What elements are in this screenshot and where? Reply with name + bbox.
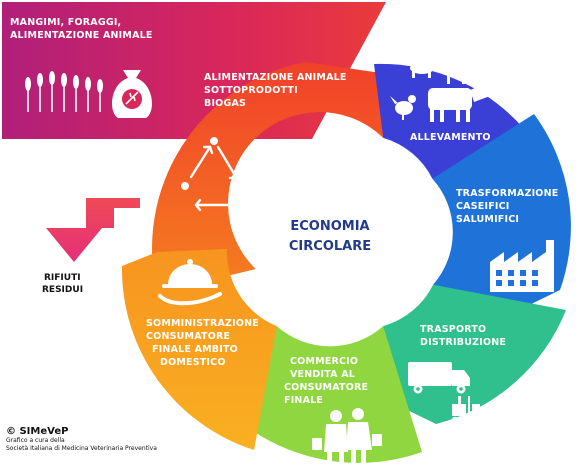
segment-transport-line1: TRASPORTO [420, 324, 486, 335]
segment-consumption-line2: CONSUMATORE [146, 331, 230, 342]
hen-icon [390, 95, 416, 120]
cloche-icon [158, 259, 222, 306]
segment-retail-line4: FINALE [284, 395, 323, 406]
segment-recycle-line3: BIOGAS [204, 98, 246, 109]
center-disk [254, 156, 406, 308]
segment-transport [383, 284, 566, 424]
segment-retail [242, 326, 422, 463]
credit-line1: Grafico a cura della [6, 437, 65, 444]
segment-consumption-line4: DOMESTICO [160, 357, 226, 368]
segment-recycle [152, 62, 388, 293]
segment-consumption-line3: FINALE AMBITO [152, 344, 238, 355]
segment-processing-line1: TRASFORMAZIONE [456, 188, 558, 199]
wheat-icon [25, 71, 103, 112]
credit-brand: © SIMeVeP [6, 426, 69, 437]
segment-processing-line3: SALUMIFICI [456, 214, 519, 225]
grain-sack-icon [112, 70, 152, 118]
segment-recycle-line2: SOTTOPRODOTTI [204, 85, 298, 96]
factory-icon [490, 240, 554, 292]
waste-arrow [46, 198, 140, 262]
segment-recycle-line1: ALIMENTAZIONE ANIMALE [204, 72, 347, 83]
goat-icon [446, 44, 474, 84]
pig-icon [410, 62, 438, 78]
center-title-line1: ECONOMIA [290, 219, 369, 234]
center-title-line2: CIRCOLARE [289, 239, 371, 254]
feed-banner-line1: MANGIMI, FORAGGI, [10, 17, 121, 28]
segment-processing-line2: CASEIFICI [456, 201, 510, 212]
waste-label-line2: RESIDUI [42, 285, 83, 295]
segment-retail-line1: COMMERCIO [290, 356, 358, 367]
segment-transport-line2: DISTRIBUZIONE [420, 337, 506, 348]
shoppers-icon [312, 408, 382, 464]
cow-icon [428, 84, 490, 122]
credit-block: © SIMeVeP Grafico a cura della Società I… [6, 426, 157, 453]
credit-line2: Società Italiana di Medicina Veterinaria… [6, 445, 157, 452]
feed-banner-line2: ALIMENTAZIONE ANIMALE [10, 30, 153, 41]
segment-retail-line2: VENDITA AL [290, 369, 355, 380]
truck-icon [408, 362, 470, 394]
segment-retail-line3: CONSUMATORE [284, 382, 368, 393]
forklift-icon [451, 396, 480, 424]
recycle-icon [181, 137, 242, 212]
waste-label-line1: RIFIUTI [44, 273, 81, 283]
segment-livestock-label: ALLEVAMENTO [410, 132, 491, 143]
segment-consumption-line1: SOMMINISTRAZIONE [146, 318, 259, 329]
